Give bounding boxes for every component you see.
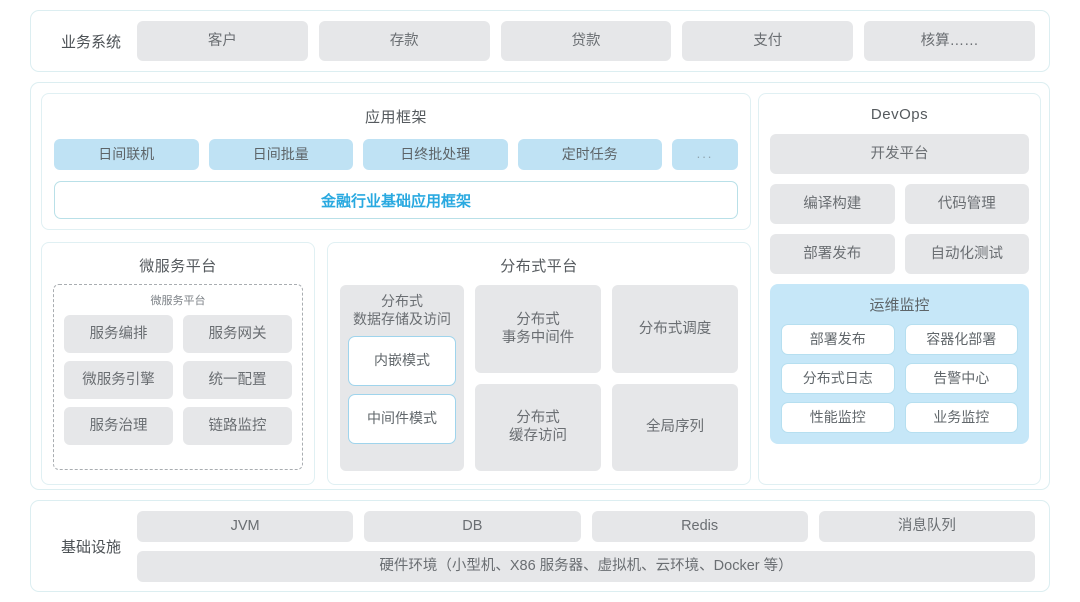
microservice-platform-title: 微服务平台: [139, 258, 217, 275]
devops-chip-compile-build[interactable]: 编译构建: [770, 184, 895, 224]
business-chip-loan[interactable]: 贷款: [500, 21, 672, 61]
infrastructure-row: 基础设施 JVM DB Redis 消息队列 硬件环境（小型机、X86 服务器、…: [30, 500, 1050, 592]
dist-chip-distributed-scheduling[interactable]: 分布式调度: [612, 285, 738, 373]
ops-chip-containerized-deploy[interactable]: 容器化部署: [904, 324, 1018, 355]
business-chip-deposit[interactable]: 存款: [318, 21, 490, 61]
infrastructure-body: JVM DB Redis 消息队列 硬件环境（小型机、X86 服务器、虚拟机、云…: [137, 510, 1035, 582]
ops-chip-business-monitoring[interactable]: 业务监控: [904, 402, 1018, 433]
ops-monitoring-panel: 运维监控 部署发布 容器化部署 分布式日志 告警中心 性能监控 业务监控: [770, 284, 1029, 444]
ms-chip-service-governance[interactable]: 服务治理: [64, 407, 173, 445]
ops-monitoring-title: 运维监控: [869, 297, 930, 314]
platform-middle-section: 应用框架 日间联机 日间批量 日终批处理 定时任务 ... 金融行业基础应用框架…: [30, 82, 1050, 490]
devops-chip-code-management[interactable]: 代码管理: [904, 184, 1029, 224]
devops-pair-row-1: 编译构建 代码管理: [770, 184, 1029, 224]
distributed-data-storage-title: 分布式 数据存储及访问: [353, 293, 451, 327]
app-chip-more[interactable]: ...: [672, 139, 738, 170]
financial-base-framework-bar[interactable]: 金融行业基础应用框架: [54, 181, 738, 219]
infra-chip-jvm[interactable]: JVM: [137, 510, 354, 542]
infra-chip-db[interactable]: DB: [364, 510, 581, 542]
ms-chip-service-gateway[interactable]: 服务网关: [183, 315, 292, 353]
infrastructure-label: 基础设施: [60, 538, 121, 556]
infra-chip-redis[interactable]: Redis: [591, 510, 808, 542]
devops-panel: DevOps 开发平台 编译构建 代码管理 部署发布 自动化测试 运维监控 部署…: [758, 93, 1041, 485]
ops-chip-distributed-log[interactable]: 分布式日志: [781, 363, 895, 394]
distributed-platform-body: 分布式 数据存储及访问 内嵌模式 中间件模式 分布式 事务中间件 分布式调度 分…: [340, 285, 738, 471]
business-chip-accounting[interactable]: 核算……: [864, 21, 1035, 61]
microservice-inner-title: 微服务平台: [150, 295, 206, 307]
distributed-data-storage-card[interactable]: 分布式 数据存储及访问 内嵌模式 中间件模式: [340, 285, 464, 471]
devops-chip-automated-testing[interactable]: 自动化测试: [904, 234, 1029, 274]
dist-chip-middleware-mode[interactable]: 中间件模式: [348, 394, 456, 444]
microservice-platform-panel: 微服务平台 微服务平台 服务编排 服务网关 微服务引擎 统一配置 服务治理 链路…: [41, 242, 315, 485]
business-chip-customer[interactable]: 客户: [137, 21, 308, 61]
infrastructure-hardware-row: 硬件环境（小型机、X86 服务器、虚拟机、云环境、Docker 等）: [137, 550, 1035, 582]
app-chip-scheduled-task[interactable]: 定时任务: [517, 139, 662, 170]
application-framework-panel: 应用框架 日间联机 日间批量 日终批处理 定时任务 ... 金融行业基础应用框架: [41, 93, 751, 230]
devops-title: DevOps: [870, 106, 929, 123]
ms-chip-unified-config[interactable]: 统一配置: [183, 361, 292, 399]
business-chip-payment[interactable]: 支付: [682, 21, 854, 61]
distributed-platform-panel: 分布式平台 分布式 数据存储及访问 内嵌模式 中间件模式 分布式 事务中间件 分…: [327, 242, 751, 485]
ops-chip-deploy-release[interactable]: 部署发布: [781, 324, 895, 355]
devops-pair-row-2: 部署发布 自动化测试: [770, 234, 1029, 274]
infrastructure-components: JVM DB Redis 消息队列: [137, 510, 1035, 542]
ms-chip-service-orchestration[interactable]: 服务编排: [64, 315, 173, 353]
business-systems-label: 业务系统: [60, 33, 121, 51]
devops-chip-dev-platform[interactable]: 开发平台: [770, 134, 1029, 174]
dist-chip-embedded-mode[interactable]: 内嵌模式: [348, 336, 456, 386]
ops-chip-performance-monitoring[interactable]: 性能监控: [781, 402, 895, 433]
app-chip-daytime-batch[interactable]: 日间批量: [208, 139, 353, 170]
dist-chip-cache-access[interactable]: 分布式 缓存访问: [475, 383, 601, 471]
ms-chip-link-monitoring[interactable]: 链路监控: [183, 407, 292, 445]
microservice-items-grid: 服务编排 服务网关 微服务引擎 统一配置 服务治理 链路监控: [64, 315, 292, 445]
application-framework-chips: 日间联机 日间批量 日终批处理 定时任务 ...: [54, 139, 738, 170]
ops-chip-alarm-center[interactable]: 告警中心: [904, 363, 1018, 394]
application-framework-title: 应用框架: [364, 109, 427, 126]
business-systems-row: 业务系统 客户 存款 贷款 支付 核算……: [30, 10, 1050, 72]
ops-monitoring-grid: 部署发布 容器化部署 分布式日志 告警中心 性能监控 业务监控: [781, 324, 1018, 433]
dist-chip-transaction-middleware[interactable]: 分布式 事务中间件: [475, 285, 601, 373]
infra-chip-hardware-environment[interactable]: 硬件环境（小型机、X86 服务器、虚拟机、云环境、Docker 等）: [137, 550, 1035, 582]
app-chip-daytime-online[interactable]: 日间联机: [54, 139, 199, 170]
distributed-right-grid: 分布式 事务中间件 分布式调度 分布式 缓存访问 全局序列: [475, 285, 738, 471]
dist-chip-global-sequence[interactable]: 全局序列: [612, 383, 738, 471]
app-chip-eod-batch[interactable]: 日终批处理: [363, 139, 508, 170]
left-platform-group: 应用框架 日间联机 日间批量 日终批处理 定时任务 ... 金融行业基础应用框架…: [41, 93, 751, 485]
distributed-platform-title: 分布式平台: [500, 258, 578, 275]
infra-chip-message-queue[interactable]: 消息队列: [818, 510, 1035, 542]
devops-chip-deploy-release[interactable]: 部署发布: [770, 234, 895, 274]
ms-chip-microservice-engine[interactable]: 微服务引擎: [64, 361, 173, 399]
microservice-inner-dashed-box: 微服务平台 服务编排 服务网关 微服务引擎 统一配置 服务治理 链路监控: [53, 284, 303, 470]
business-systems-chips: 客户 存款 贷款 支付 核算……: [137, 21, 1035, 61]
